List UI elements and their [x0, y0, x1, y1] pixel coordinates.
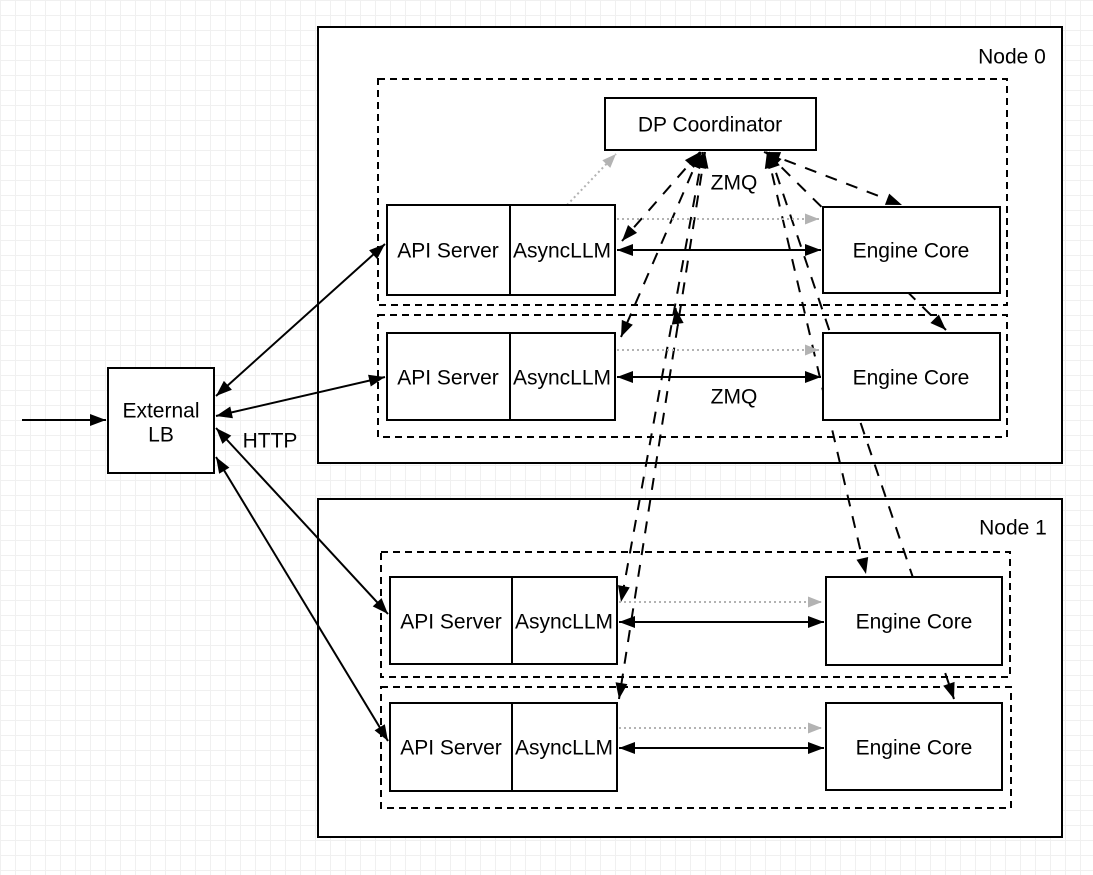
engine-core-box-n1r2 [825, 702, 1003, 791]
external-lb-box [107, 367, 215, 474]
api-server-box-n1r1 [389, 576, 513, 665]
engine-core-box-n0r2 [822, 332, 1001, 421]
zmq-label-row: ZMQ [711, 386, 758, 409]
asyncllm-label-n1r1: AsyncLLM [515, 611, 613, 634]
asyncllm-box-n1r2 [511, 702, 618, 792]
api-server-label-n0r1: API Server [397, 240, 499, 263]
asyncllm-box-n0r1 [509, 204, 616, 296]
api-server-label-n0r2: API Server [397, 367, 499, 390]
engine-core-box-n1r1 [825, 576, 1003, 666]
http-label: HTTP [243, 430, 298, 453]
dp-coordinator-label: DP Coordinator [638, 114, 782, 137]
asyncllm-label-n1r2: AsyncLLM [515, 737, 613, 760]
engine-core-label-n0r2: Engine Core [853, 367, 970, 390]
api-server-box-n1r2 [389, 702, 513, 792]
external-lb-label-line2: LB [148, 424, 174, 447]
external-lb-label-line1: External [122, 400, 199, 423]
asyncllm-label-n0r2: AsyncLLM [513, 367, 611, 390]
mid-arrowhead [671, 307, 684, 327]
dp-coordinator-box [604, 97, 817, 151]
api-server-label-n1r2: API Server [400, 737, 502, 760]
api-server-box-n0r2 [386, 332, 511, 421]
labels: Node 0 Node 1 DP Coordinator External LB… [122, 46, 1046, 760]
zmq-solid-connections [617, 244, 824, 754]
engine-core-label-n0r1: Engine Core [853, 240, 970, 263]
asyncllm-box-n0r2 [509, 332, 616, 421]
lb-http-connections [22, 243, 389, 742]
engine-core-label-n1r2: Engine Core [856, 737, 973, 760]
node1-label: Node 1 [979, 517, 1047, 540]
engine-core-label-n1r1: Engine Core [856, 611, 973, 634]
api-server-label-n1r1: API Server [400, 611, 502, 634]
asyncllm-label-n0r1: AsyncLLM [513, 240, 611, 263]
node0-label: Node 0 [978, 46, 1046, 69]
asyncllm-box-n1r1 [511, 576, 618, 665]
dotted-startup-connections [566, 153, 822, 734]
engine-core-box-n0r1 [822, 206, 1001, 294]
zmq-label-coordinator: ZMQ [711, 172, 758, 195]
